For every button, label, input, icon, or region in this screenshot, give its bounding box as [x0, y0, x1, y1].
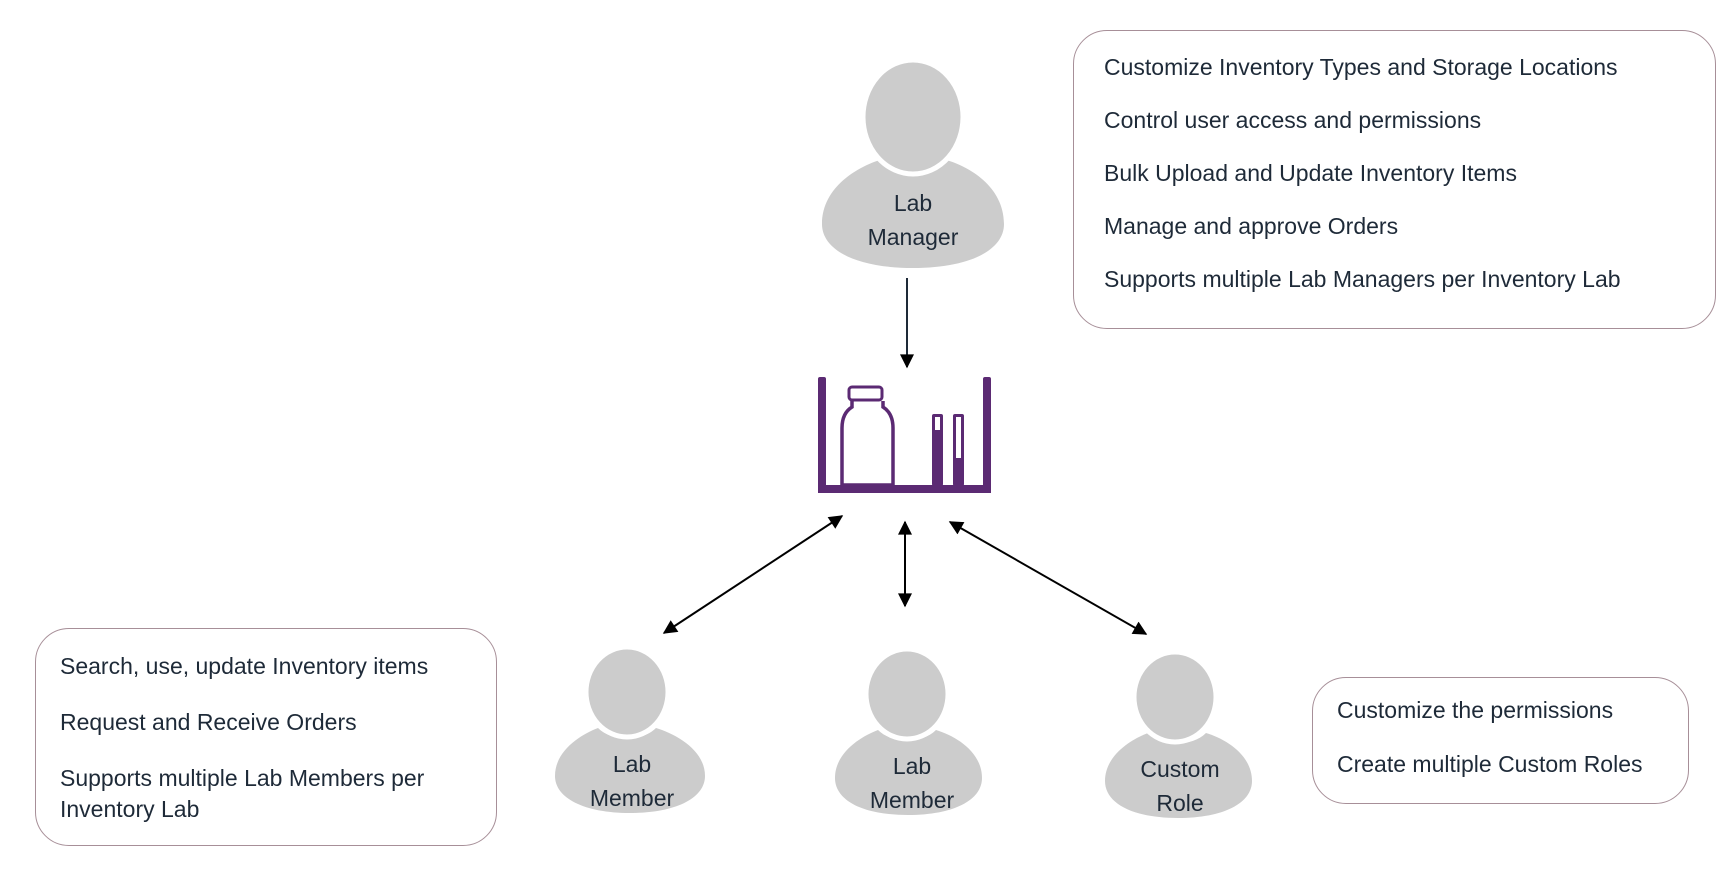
lab-manager-label: Lab Manager: [833, 186, 993, 254]
lab-member-1-label-line1: Lab: [612, 751, 652, 777]
custom-role-label-line1: Custom: [1140, 756, 1220, 782]
custom-role-label-line2: Role: [1156, 790, 1204, 816]
custom-role-person-icon: [1105, 649, 1252, 818]
inventory-shelf-icon: [818, 377, 991, 493]
member1-inventory-arrow: [662, 515, 844, 634]
lab-manager-features-box: Customize Inventory Types and Storage Lo…: [1073, 30, 1716, 329]
custom-role-inventory-arrow: [948, 521, 1148, 635]
lab-member-2-label: Lab Member: [832, 749, 992, 817]
member-feature: Supports multiple Lab Members per Invent…: [60, 765, 425, 822]
lab-member-2-label-line2: Member: [869, 787, 955, 813]
lab-member-1-person-icon: [555, 644, 705, 813]
custom-role-feature: Customize the permissions: [1337, 697, 1614, 723]
member-feature: Search, use, update Inventory items: [60, 653, 429, 679]
manager-feature: Bulk Upload and Update Inventory Items: [1104, 160, 1517, 186]
lab-member-2-person-icon: [835, 646, 982, 815]
lab-manager-label-line2: Manager: [867, 224, 959, 250]
member-feature: Request and Receive Orders: [60, 709, 357, 735]
custom-role-features-box: Customize the permissions Create multipl…: [1312, 677, 1689, 804]
manager-feature: Supports multiple Lab Managers per Inven…: [1104, 266, 1621, 292]
manager-feature: Manage and approve Orders: [1104, 213, 1399, 239]
lab-member-1-label: Lab Member: [552, 747, 712, 815]
manager-feature: Control user access and permissions: [1104, 107, 1482, 133]
lab-manager-label-line1: Lab: [893, 190, 933, 216]
manager-feature: Customize Inventory Types and Storage Lo…: [1104, 54, 1618, 80]
custom-role-label: Custom Role: [1100, 752, 1260, 820]
custom-role-feature: Create multiple Custom Roles: [1337, 751, 1643, 777]
lab-member-2-label-line1: Lab: [892, 753, 932, 779]
lab-manager-person-icon: [822, 57, 1004, 268]
lab-member-1-label-line2: Member: [589, 785, 675, 811]
lab-member-features-box: Search, use, update Inventory items Requ…: [35, 628, 497, 846]
